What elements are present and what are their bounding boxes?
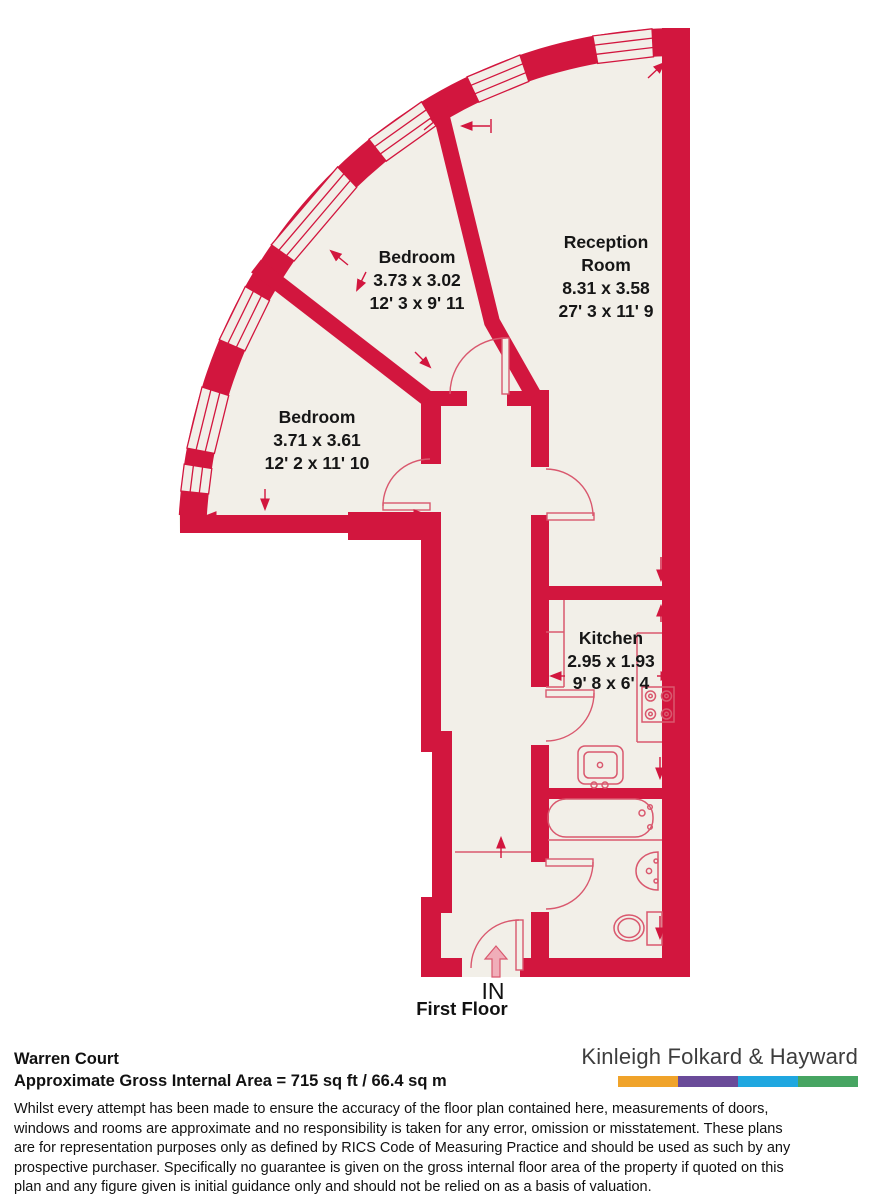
room-label-kitchen: Kitchen 2.95 x 1.93 9' 8 x 6' 4 (567, 628, 655, 693)
svg-text:12' 2 x 11' 10: 12' 2 x 11' 10 (265, 453, 370, 473)
svg-text:Kitchen: Kitchen (579, 628, 643, 648)
svg-text:12' 3 x 9' 11: 12' 3 x 9' 11 (370, 293, 465, 313)
room-label-bedroom-top: Bedroom 3.73 x 3.02 12' 3 x 9' 11 (370, 247, 465, 313)
brand-bar-blue (738, 1076, 798, 1087)
room-label-reception: Reception Room 8.31 x 3.58 27' 3 x 11' 9 (559, 232, 654, 321)
svg-text:Reception: Reception (564, 232, 649, 252)
room-labels: Bedroom 3.73 x 3.02 12' 3 x 9' 11 Recept… (265, 232, 655, 693)
interior-walls (180, 28, 690, 977)
door-bedroom-top (449, 337, 510, 395)
door-kitchen (545, 689, 595, 742)
svg-text:Room: Room (581, 255, 631, 275)
brand-color-bar (618, 1076, 858, 1087)
bathroom-fixtures (547, 798, 663, 946)
brand-logo-text: Kinleigh Folkard & Hayward (581, 1044, 858, 1069)
door-reception (545, 468, 595, 521)
brand-bar-green (798, 1076, 858, 1087)
svg-text:27' 3 x 11' 9: 27' 3 x 11' 9 (559, 301, 654, 321)
disclaimer-text: Whilst every attempt has been made to en… (14, 1101, 791, 1195)
svg-text:3.73 x 3.02: 3.73 x 3.02 (373, 270, 461, 290)
svg-text:9' 8 x 6' 4: 9' 8 x 6' 4 (573, 673, 650, 693)
floor-caption: First Floor (416, 998, 507, 1019)
floor-plan: Bedroom 3.73 x 3.02 12' 3 x 9' 11 Recept… (178, 28, 691, 1019)
kitchen-fixtures (546, 600, 675, 789)
brand-block: Kinleigh Folkard & Hayward (558, 1044, 858, 1087)
svg-text:8.31 x 3.58: 8.31 x 3.58 (562, 278, 650, 298)
entrance-in-arrow (483, 945, 509, 978)
brand-bar-purple (678, 1076, 738, 1087)
window-6 (186, 386, 230, 455)
svg-text:3.71 x 3.61: 3.71 x 3.61 (273, 430, 361, 450)
window-2 (466, 54, 530, 104)
door-entrance (470, 919, 524, 971)
property-name: Warren Court (14, 1050, 119, 1068)
sink-icon (577, 745, 624, 789)
brand-bar-orange (618, 1076, 678, 1087)
svg-text:2.95 x 1.93: 2.95 x 1.93 (567, 651, 655, 671)
door-bedroom-left (382, 458, 431, 511)
window-7 (180, 463, 213, 495)
window-1 (592, 28, 655, 65)
room-label-bedroom-left: Bedroom 3.71 x 3.61 12' 2 x 11' 10 (265, 407, 370, 473)
hob-icon (641, 686, 675, 723)
property-info: Warren Court Approximate Gross Internal … (14, 1048, 574, 1092)
window-5 (218, 285, 271, 352)
basin-icon (635, 851, 659, 891)
window-4 (270, 165, 358, 262)
floor-silhouette (178, 28, 691, 977)
doors (382, 337, 595, 971)
svg-text:Bedroom: Bedroom (279, 407, 356, 427)
svg-text:Bedroom: Bedroom (379, 247, 456, 267)
door-bathroom (545, 858, 594, 910)
gross-internal-area: Approximate Gross Internal Area = 715 sq… (14, 1072, 447, 1090)
entrance-label: IN (482, 978, 505, 1004)
dimension-arrows (203, 61, 674, 941)
bathtub-icon (547, 798, 654, 838)
